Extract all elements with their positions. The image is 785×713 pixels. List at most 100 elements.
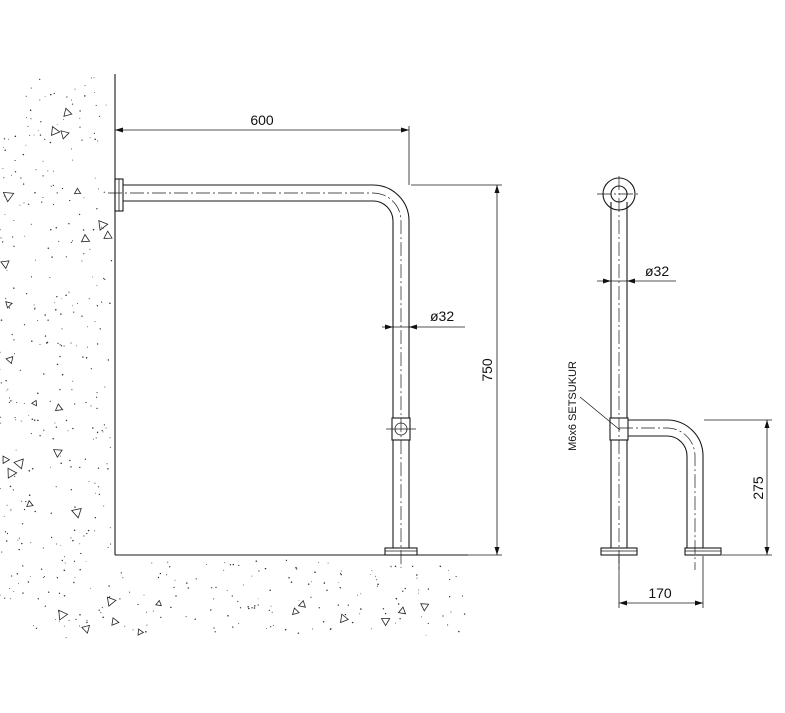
concrete-dot bbox=[34, 510, 36, 513]
concrete-dot bbox=[40, 568, 43, 570]
concrete-dot bbox=[74, 403, 76, 405]
concrete-dot bbox=[103, 424, 106, 426]
concrete-dot bbox=[40, 121, 42, 123]
concrete-dot bbox=[75, 618, 77, 620]
concrete-dot bbox=[159, 572, 162, 575]
concrete-dot bbox=[21, 542, 23, 545]
concrete-dot bbox=[41, 201, 43, 203]
concrete-dot bbox=[284, 628, 287, 631]
concrete-dot bbox=[375, 575, 377, 577]
concrete-dot bbox=[91, 77, 92, 79]
concrete-dot bbox=[18, 537, 20, 539]
concrete-dot bbox=[50, 512, 53, 514]
concrete-dot bbox=[418, 589, 420, 591]
concrete-dot bbox=[47, 170, 49, 172]
concrete-dot bbox=[39, 344, 41, 345]
concrete-dot bbox=[175, 595, 177, 597]
concrete-dot bbox=[90, 405, 92, 407]
concrete-dot bbox=[174, 579, 176, 581]
concrete-dot bbox=[92, 427, 94, 429]
side-width-dimension: 600 bbox=[250, 112, 274, 128]
concrete-dot bbox=[89, 248, 91, 250]
concrete-dot bbox=[96, 284, 98, 286]
concrete-dot bbox=[15, 419, 17, 421]
concrete-dot bbox=[15, 135, 17, 137]
concrete-dot bbox=[79, 625, 81, 627]
concrete-dot bbox=[78, 213, 81, 216]
concrete-dot bbox=[312, 628, 314, 630]
concrete-dot bbox=[74, 506, 76, 508]
concrete-dot bbox=[86, 346, 88, 348]
side-view-grab-bar bbox=[108, 178, 418, 568]
concrete-dot bbox=[60, 313, 62, 315]
concrete-dot bbox=[44, 335, 47, 337]
concrete-dot bbox=[50, 536, 53, 539]
concrete-dot bbox=[94, 138, 96, 141]
aggregate-stone bbox=[30, 399, 37, 407]
concrete-dot bbox=[450, 611, 452, 613]
concrete-dot bbox=[42, 160, 44, 162]
concrete-dot bbox=[70, 466, 72, 468]
aggregate-stone bbox=[5, 301, 13, 309]
concrete-dot bbox=[71, 304, 73, 306]
concrete-dot bbox=[47, 319, 49, 321]
concrete-dot bbox=[95, 104, 97, 106]
concrete-dot bbox=[339, 572, 342, 574]
concrete-dot bbox=[9, 397, 11, 399]
concrete-dot bbox=[33, 308, 36, 310]
concrete-dot bbox=[60, 345, 63, 347]
concrete-dot bbox=[327, 562, 329, 564]
concrete-dot bbox=[213, 627, 215, 629]
concrete-dot bbox=[42, 547, 44, 549]
concrete-dot bbox=[297, 632, 300, 634]
concrete-dot bbox=[23, 324, 26, 326]
concrete-dot bbox=[416, 574, 418, 576]
concrete-dot bbox=[455, 575, 457, 578]
concrete-dot bbox=[12, 489, 14, 491]
concrete-dot bbox=[9, 598, 11, 600]
concrete-dot bbox=[93, 132, 95, 134]
concrete-dot bbox=[447, 569, 449, 571]
concrete-dot bbox=[109, 437, 111, 439]
concrete-dot bbox=[248, 607, 250, 610]
concrete-dot bbox=[3, 515, 5, 517]
concrete-dot bbox=[382, 608, 385, 610]
concrete-dot bbox=[65, 294, 67, 297]
concrete-dot bbox=[13, 220, 15, 221]
concrete-dot bbox=[93, 77, 95, 79]
concrete-dot bbox=[55, 227, 58, 229]
concrete-dot bbox=[63, 345, 65, 347]
concrete-dot bbox=[96, 407, 98, 410]
concrete-dot bbox=[53, 204, 55, 206]
concrete-dot bbox=[97, 140, 99, 142]
concrete-dot bbox=[44, 95, 46, 97]
concrete-dot bbox=[357, 594, 359, 596]
concrete-dot bbox=[85, 561, 87, 563]
front-floor-flange-left bbox=[600, 547, 638, 556]
concrete-dot bbox=[402, 590, 404, 592]
concrete-dot bbox=[23, 202, 25, 204]
concrete-dot bbox=[4, 214, 6, 215]
concrete-dot bbox=[101, 301, 103, 303]
concrete-dot bbox=[160, 616, 162, 619]
concrete-dot bbox=[56, 124, 58, 125]
concrete-dot bbox=[9, 587, 11, 589]
concrete-dot bbox=[25, 500, 27, 503]
concrete-dot bbox=[49, 400, 51, 402]
concrete-dot bbox=[63, 625, 65, 627]
aggregate-stone bbox=[54, 403, 64, 411]
concrete-dot bbox=[83, 253, 85, 255]
concrete-dot bbox=[84, 85, 86, 87]
concrete-dot bbox=[14, 417, 16, 419]
concrete-dot bbox=[39, 435, 41, 437]
concrete-dot bbox=[37, 392, 39, 395]
concrete-dot bbox=[96, 391, 98, 393]
concrete-dot bbox=[411, 565, 414, 568]
concrete-dot bbox=[28, 494, 31, 496]
concrete-dot bbox=[395, 597, 398, 600]
concrete-dot bbox=[232, 563, 235, 566]
concrete-dot bbox=[18, 548, 20, 551]
concrete-dot bbox=[20, 177, 22, 179]
concrete-dot bbox=[152, 610, 154, 612]
concrete-dot bbox=[229, 564, 232, 566]
